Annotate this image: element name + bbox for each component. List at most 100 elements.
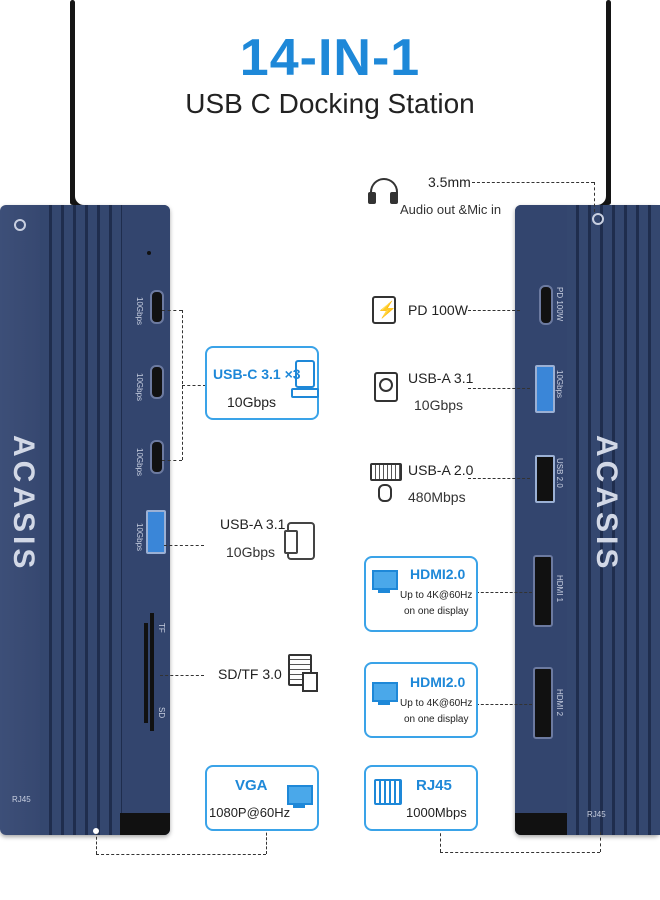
usba-callout-title: USB-A 3.1 (220, 516, 286, 532)
rj45-connector-vertical (440, 828, 441, 852)
right-hub-endcap (515, 813, 567, 835)
hdmi2-callout-box: HDMI2.0 Up to 4K@60Hz on one display (364, 662, 478, 738)
rj45-callout-box: RJ45 1000Mbps (364, 765, 478, 831)
vga-monitor-icon (287, 785, 313, 805)
mouse-icon (378, 484, 392, 502)
left-usbc-connector (182, 385, 206, 386)
rj45-callout-title: RJ45 (416, 777, 452, 794)
vga-callout-title: VGA (235, 777, 268, 794)
left-brand-logo: ACASIS (7, 435, 40, 573)
usba31-callout-title: USB-A 3.1 (408, 370, 474, 386)
usba31-callout-detail: 10Gbps (414, 397, 464, 413)
left-sd-slot[interactable] (144, 623, 148, 723)
hdmi1-monitor-icon (372, 570, 398, 590)
usba20-callout-detail: 480Mbps (408, 489, 466, 505)
right-usba31-port[interactable] (535, 365, 555, 413)
right-hdmi2-label: HDMI 2 (555, 689, 564, 717)
left-hub: ACASIS 10Gbps 10Gbps 10Gbps 10Gbps TF SD… (0, 205, 170, 835)
left-tf-label: TF (157, 623, 166, 633)
vga-callout-box: VGA 1080P@60Hz (205, 765, 319, 831)
left-vga-connector-vertical (96, 832, 97, 854)
power-bolt-icon: ⚡ (377, 302, 397, 319)
left-usbc-port-3[interactable] (150, 440, 164, 474)
hdmi1-callout-line1: Up to 4K@60Hz (400, 590, 473, 601)
right-audio-jack-icon (592, 213, 604, 225)
hdmi2-connector (476, 704, 532, 705)
pd-connector (468, 310, 520, 311)
hdd-icon (374, 372, 398, 402)
rj45-connector (440, 852, 600, 853)
right-pd-port[interactable] (539, 285, 553, 325)
audio-callout-detail: Audio out &Mic in (400, 202, 502, 217)
headset-ear-right (390, 192, 398, 204)
right-hub-fins (567, 205, 660, 835)
left-usba-port[interactable] (146, 510, 166, 554)
usba20-callout-title: USB-A 2.0 (408, 462, 474, 478)
hdmi2-callout-title: HDMI2.0 (410, 674, 466, 690)
rj45-connector-up (600, 832, 601, 852)
left-usbc-bracket-bottom (162, 460, 182, 461)
left-usbc-port-1[interactable] (150, 290, 164, 324)
hdmi1-callout-line2: on one display (404, 606, 469, 617)
hdd-icon-disc (379, 378, 393, 392)
hdmi1-callout-box: HDMI2.0 Up to 4K@60Hz on one display (364, 556, 478, 632)
left-power-icon (14, 219, 26, 231)
pd-callout-title: PD 100W (408, 302, 468, 318)
right-usba31-label: 10Gbps (555, 370, 564, 399)
left-vga-connector-up (266, 828, 267, 854)
usbc-callout-title: USB-C 3.1 ×3 (213, 366, 301, 382)
usba-callout-detail: 10Gbps (226, 544, 276, 560)
left-vga-dot (93, 828, 99, 834)
right-hub: ACASIS PD 100W 10Gbps USB 2.0 HDMI 1 HDM… (515, 205, 660, 835)
keyboard-icon (370, 463, 402, 481)
vga-monitor-stand (293, 805, 305, 808)
usbc-drive-icon-base (291, 388, 319, 398)
hdmi1-callout-title: HDMI2.0 (410, 566, 466, 582)
rj45-callout-detail: 1000Mbps (406, 805, 467, 820)
usbc-drive-icon (295, 360, 315, 388)
hdmi1-connector (476, 592, 532, 593)
audio-connector (472, 182, 594, 183)
sdtf-callout-title: SD/TF 3.0 (218, 666, 282, 682)
hdmi2-callout-line1: Up to 4K@60Hz (400, 698, 473, 709)
right-brand-logo: ACASIS (590, 435, 623, 573)
left-rj45-label: RJ45 (12, 795, 31, 804)
left-usbc-label-3: 10Gbps (135, 448, 144, 477)
right-hdmi2-port[interactable] (533, 667, 553, 739)
left-cable (70, 0, 75, 205)
audio-connector-down (594, 182, 595, 212)
tf-card-icon (302, 672, 318, 692)
right-usba20-port[interactable] (535, 455, 555, 503)
right-rj45-label: RJ45 (587, 810, 606, 819)
left-hub-endcap (120, 813, 170, 835)
right-usba20-label: USB 2.0 (555, 458, 564, 488)
left-usba-connector (164, 545, 204, 546)
left-usbc-label-1: 10Gbps (135, 297, 144, 326)
power-plug-icon (372, 296, 396, 324)
ethernet-icon (374, 779, 402, 805)
left-usbc-label-2: 10Gbps (135, 373, 144, 402)
hdmi1-monitor-stand (378, 590, 390, 593)
right-hdmi1-port[interactable] (533, 555, 553, 627)
page-title: 14-IN-1 (239, 29, 421, 87)
left-sd-label: SD (157, 707, 166, 719)
right-pd-label: PD 100W (555, 287, 564, 322)
left-usba-label: 10Gbps (135, 523, 144, 552)
left-usbc-bracket-top (162, 310, 182, 311)
page-subtitle: USB C Docking Station (185, 88, 475, 119)
left-vga-connector (96, 854, 266, 855)
vga-callout-detail: 1080P@60Hz (209, 805, 291, 820)
usba31-connector (468, 388, 530, 389)
hdmi2-monitor-stand (378, 702, 390, 705)
usba20-connector (468, 478, 530, 479)
hdmi2-callout-line2: on one display (404, 714, 469, 725)
left-led (147, 251, 151, 255)
left-tf-slot[interactable] (150, 613, 154, 731)
left-sdtf-connector (160, 675, 204, 676)
hdmi2-monitor-icon (372, 682, 398, 702)
usbc-callout-box: USB-C 3.1 ×3 10Gbps (205, 346, 319, 420)
headset-icon (370, 178, 398, 202)
headset-ear-left (368, 192, 376, 204)
usbc-callout-detail: 10Gbps (227, 394, 277, 410)
left-usbc-port-2[interactable] (150, 365, 164, 399)
